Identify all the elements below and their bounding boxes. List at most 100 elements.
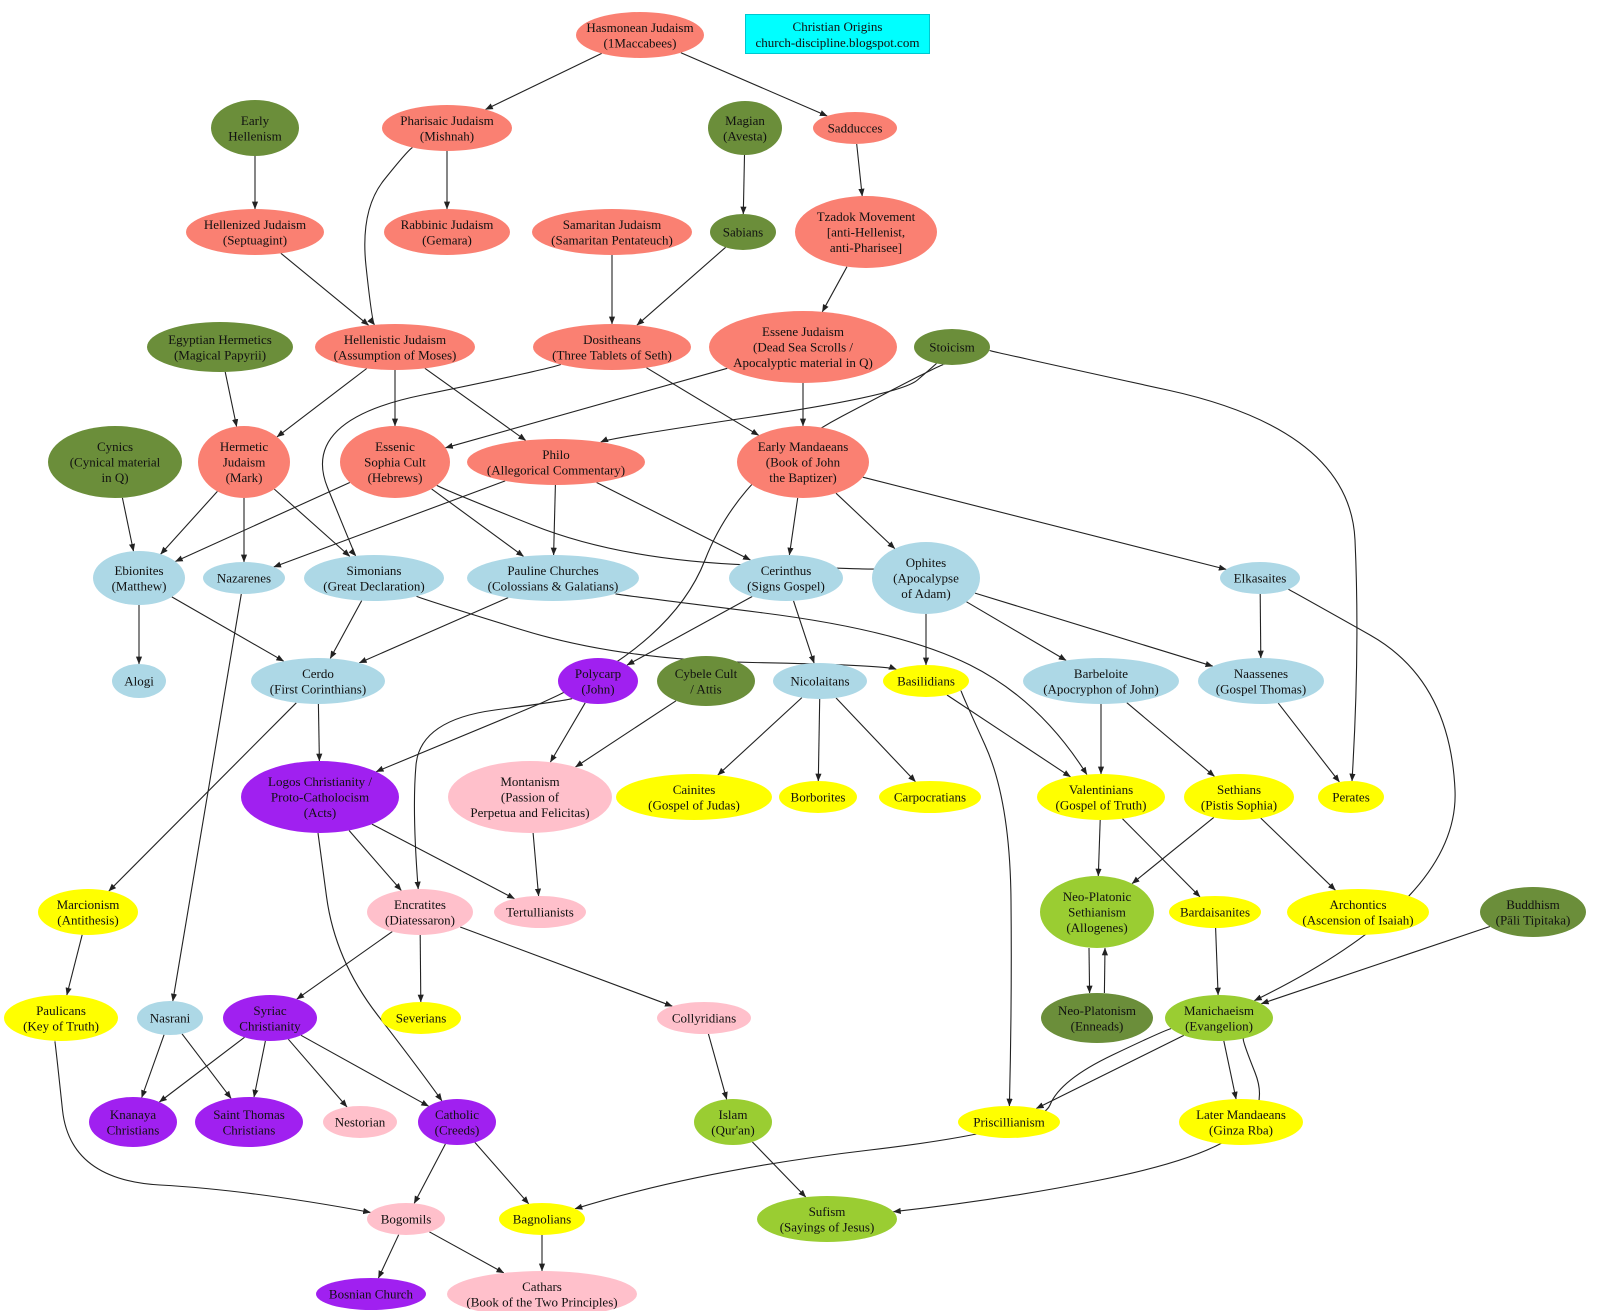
node-neo-platonic-sethianism-ellipse: [1040, 876, 1154, 948]
node-encratites-label: (Diatessaron): [385, 912, 455, 927]
node-catholic-label: Catholic: [435, 1107, 479, 1122]
node-borborites: Borborites: [779, 781, 857, 813]
node-cerdo-ellipse: [251, 658, 385, 704]
node-perates: Perates: [1318, 781, 1384, 813]
edge-pauline-to-cerdo: [358, 597, 509, 664]
edge-ophites-to-barbeloite: [966, 601, 1067, 661]
node-elkasaites: Elkasaites: [1220, 562, 1300, 594]
node-manichaeism-label: (Evangelion): [1185, 1018, 1253, 1033]
node-saint-thomas-label: Christians: [223, 1122, 276, 1137]
node-bogomils-label: Bogomils: [381, 1212, 432, 1227]
node-sethians-ellipse: [1184, 774, 1294, 820]
edge-cerinthus-to-polycarp: [626, 596, 753, 666]
node-hermetic-judaism-label: Hermetic: [220, 439, 269, 454]
node-perates-ellipse: [1318, 781, 1384, 813]
node-essene-label: Apocalyptic material in Q): [733, 355, 873, 370]
diagram-subtitle: church-discipline.blogspot.com: [755, 35, 920, 50]
edge-tzadok-to-essene: [821, 266, 848, 313]
node-severians-label: Severians: [396, 1011, 447, 1026]
node-bagnolians-label: Bagnolians: [513, 1212, 572, 1227]
node-later-mandaeans-label: (Ginza Rba): [1209, 1122, 1273, 1137]
node-cathars: Cathars(Book of the Two Principles): [447, 1271, 637, 1311]
node-cathars-ellipse: [447, 1271, 637, 1311]
node-cynics-ellipse: [48, 426, 182, 498]
edge-catholic-to-bagnolians: [474, 1142, 530, 1205]
node-later-mandaeans: Later Mandaeans(Ginza Rba): [1179, 1099, 1303, 1145]
node-sethians-label: Sethians: [1217, 782, 1261, 797]
edge-hasmonean-to-sadducees: [680, 52, 828, 117]
node-naassenes: Naassenes(Gospel Thomas): [1198, 658, 1324, 704]
node-philo: Philo(Allegorical Commentary): [467, 439, 645, 485]
node-hellenized-ellipse: [186, 209, 324, 255]
node-rabbinic-ellipse: [384, 209, 510, 255]
node-logos-ellipse: [241, 761, 399, 833]
node-marcionism: Marcionism(Antithesis): [38, 889, 138, 935]
node-archontics-label: (Ascension of Isaiah): [1302, 912, 1413, 927]
node-early-hellenism-label: Early: [241, 113, 270, 128]
edge-cybele-to-montanism: [575, 700, 677, 768]
node-catholic-ellipse: [418, 1099, 496, 1145]
edge-pharisaic-to-hellenistic: [364, 147, 413, 326]
node-dositheans: Dositheans(Three Tablets of Seth): [533, 324, 691, 370]
edge-ebionites-to-cerdo: [171, 596, 285, 662]
node-logos-label: Logos Christianity /: [268, 774, 372, 789]
edge-essene-to-essenic-sophia: [445, 367, 728, 449]
node-cybele: Cybele Cult/ Attis: [657, 656, 755, 706]
node-dositheans-ellipse: [533, 324, 691, 370]
node-nicolaitans-ellipse: [773, 663, 867, 699]
node-paulicans: Paulicans(Key of Truth): [4, 995, 118, 1041]
node-dositheans-label: (Three Tablets of Seth): [552, 347, 672, 362]
node-sadducees: Sadducces: [813, 112, 897, 144]
edge-pauline-to-valentinians: [615, 593, 1088, 775]
edge-manichaeism-to-priscillianism: [1035, 1034, 1185, 1109]
node-hermetic-judaism-ellipse: [198, 426, 290, 498]
node-manichaeism-ellipse: [1165, 995, 1273, 1041]
edge-sethians-to-neo-platonic-sethianism: [1131, 816, 1215, 885]
node-paulicans-label: Paulicans: [36, 1003, 86, 1018]
node-nestorian-ellipse: [323, 1106, 397, 1138]
edge-bogomils-to-cathars: [429, 1231, 505, 1274]
edge-logos-to-catholic: [317, 832, 443, 1102]
node-ophites-label: of Adam): [901, 586, 950, 601]
node-philo-ellipse: [467, 439, 645, 485]
edge-stoicism-to-logos: [375, 364, 945, 773]
node-cynics-label: Cynics: [97, 439, 133, 454]
node-essene-ellipse: [709, 311, 897, 383]
node-catholic: Catholic(Creeds): [418, 1099, 496, 1145]
node-alogi-label: Alogi: [124, 674, 154, 689]
edge-encratites-to-collyridians: [460, 926, 673, 1007]
edge-polycarp-to-encratites: [413, 697, 573, 890]
node-samaritan-label: Samaritan Judaism: [563, 217, 662, 232]
nodes-layer: Hasmonean Judaism(1Maccabees)Pharisaic J…: [4, 12, 1586, 1311]
node-bosnian: Bosnian Church: [316, 1278, 426, 1310]
node-bagnolians: Bagnolians: [499, 1203, 585, 1235]
edge-essenic-sophia-to-ebionites: [175, 481, 351, 563]
node-sufism-label: Sufism: [809, 1204, 846, 1219]
edge-logos-to-tertullianists: [371, 823, 515, 900]
node-barbeloite-label: Barbeloite: [1074, 666, 1128, 681]
node-buddhism-label: (Pāli Tipitaka): [1496, 912, 1571, 927]
node-nestorian-label: Nestorian: [335, 1115, 386, 1130]
node-priscillianism: Priscillianism: [958, 1106, 1060, 1138]
node-sufism-label: (Sayings of Jesus): [780, 1219, 875, 1234]
node-nicolaitans-label: Nicolaitans: [790, 674, 849, 689]
node-encratites-ellipse: [367, 889, 473, 935]
node-alogi: Alogi: [112, 664, 166, 698]
node-barbeloite-label: (Apocryphon of John): [1043, 681, 1159, 696]
node-nazarenes-ellipse: [203, 562, 285, 594]
node-ophites-label: Ophites: [906, 555, 946, 570]
node-priscillianism-label: Priscillianism: [973, 1115, 1045, 1130]
node-nestorian: Nestorian: [323, 1106, 397, 1138]
node-hellenistic-label: (Assumption of Moses): [334, 347, 457, 362]
node-hermetic-judaism-label: Judaism: [223, 455, 266, 470]
node-alogi-ellipse: [112, 664, 166, 698]
edge-hermetic-judaism-to-simonians: [273, 488, 351, 557]
node-pharisaic-label: (Mishnah): [420, 128, 474, 143]
edge-bardaisanites-to-manichaeism: [1214, 927, 1221, 996]
node-valentinians-label: Valentinians: [1069, 782, 1133, 797]
edge-encratites-to-syriac: [296, 931, 393, 1000]
node-essenic-sophia-label: Essenic: [375, 439, 415, 454]
node-cainites: Cainites(Gospel of Judas): [616, 774, 772, 820]
